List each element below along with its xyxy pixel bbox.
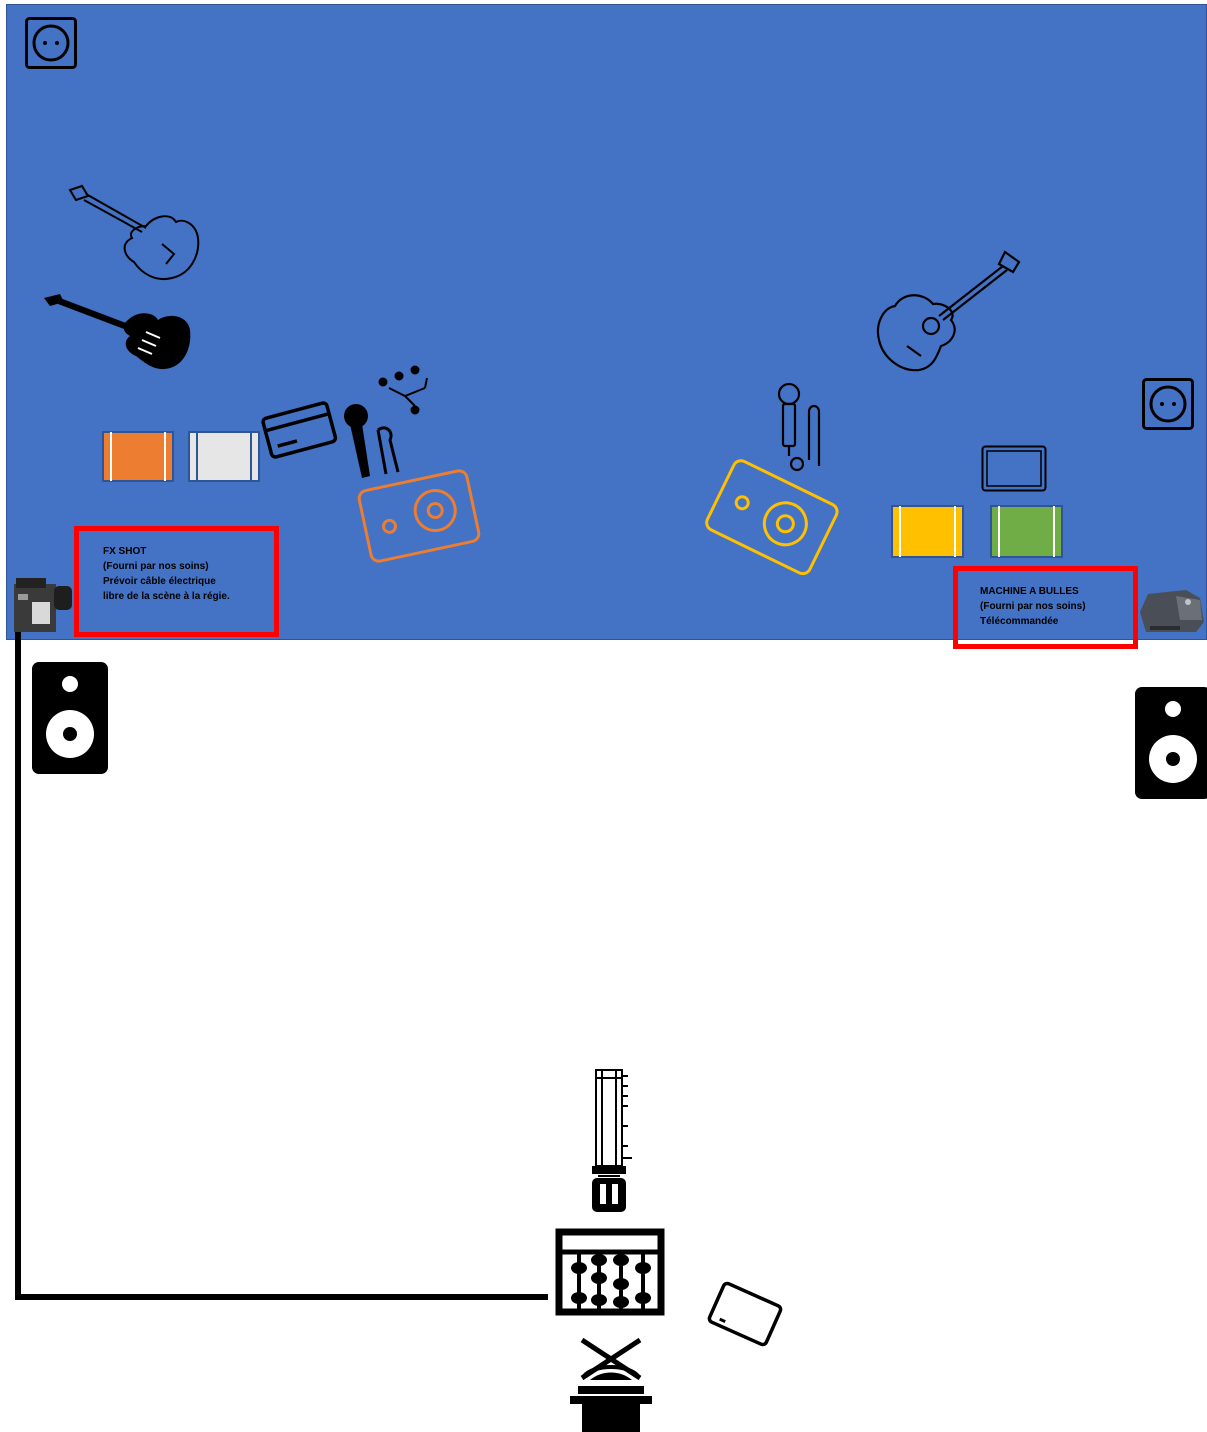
note-line: (Fourni par nos soins): [103, 561, 209, 572]
note-title: FX SHOT: [103, 546, 147, 557]
amplifier-icon: [891, 505, 964, 558]
amplifier-icon: [990, 505, 1063, 558]
fog-machine-icon: [14, 578, 72, 632]
mixing-console-icon: [555, 1228, 665, 1316]
power-outlet-icon: [1142, 378, 1194, 430]
tablet-icon: [707, 1281, 783, 1347]
pa-speaker-icon: [1135, 687, 1207, 799]
acoustic-guitar-icon: [876, 250, 1021, 372]
power-outlet-icon: [25, 17, 77, 69]
microphone-icon: [344, 404, 400, 478]
note-title: MACHINE A BULLES: [980, 586, 1079, 597]
electric-guitar-icon: [44, 294, 191, 370]
guitar-outline-icon: [68, 184, 200, 280]
fx-shot-note: FX SHOT (Fourni par nos soins) Prévoir c…: [74, 526, 279, 637]
lighting-fixture-icon: [592, 1069, 632, 1212]
bubble-machine-note: MACHINE A BULLES (Fourni par nos soins) …: [953, 566, 1138, 649]
operator-chair-icon: [570, 1337, 652, 1432]
amplifier-icon: [102, 431, 174, 482]
bubble-machine-icon: [1140, 590, 1204, 632]
keyboard-icon: [261, 401, 338, 459]
note-line: Télécommandée: [980, 616, 1059, 627]
stage-monitor-icon: [705, 459, 839, 576]
note-line: Prévoir câble électrique: [103, 576, 216, 587]
amplifier-icon: [188, 431, 260, 482]
note-line: (Fourni par nos soins): [980, 601, 1086, 612]
microphone-icon: [777, 382, 821, 472]
stage-monitor-icon: [357, 469, 481, 563]
di-box-icon: [378, 365, 428, 415]
note-line: libre de la scène à la régie.: [103, 591, 230, 602]
tablet-icon: [981, 445, 1047, 492]
pa-speaker-icon: [32, 662, 108, 774]
